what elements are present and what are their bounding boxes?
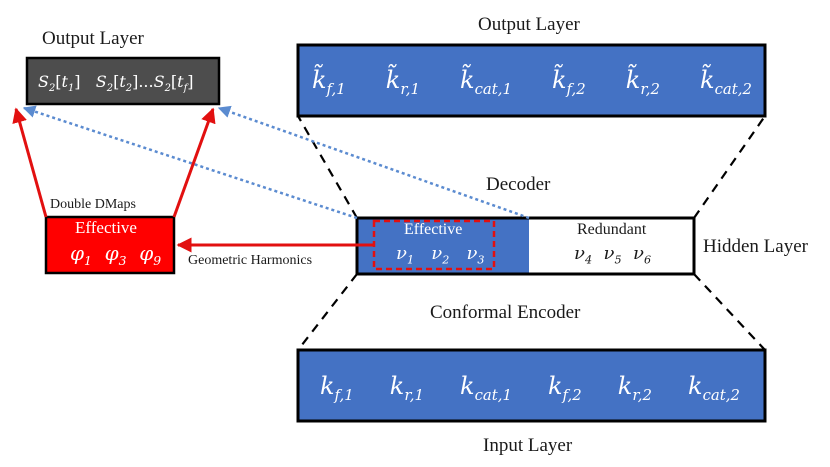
encoder-funnel-right-line bbox=[693, 273, 766, 351]
phi-var: φ3 bbox=[104, 241, 127, 268]
hidden-effective-label: Effective bbox=[404, 221, 463, 238]
seq-item-3: S2[tf] bbox=[153, 72, 194, 95]
input-var: kf,2 bbox=[548, 372, 582, 404]
output-var: k̃cat,2 bbox=[700, 66, 752, 98]
output-vars-row: k̃f,1 k̃r,1 k̃cat,1 k̃f,2 k̃r,2 k̃cat,2 bbox=[312, 66, 752, 98]
output-var: k̃f,1 bbox=[312, 66, 346, 98]
nu-var: ν6 bbox=[633, 243, 652, 267]
red-effective-label: Effective bbox=[75, 218, 137, 237]
input-var: kr,1 bbox=[389, 372, 424, 404]
nu-var: ν2 bbox=[431, 243, 450, 267]
input-var: kf,1 bbox=[320, 372, 354, 404]
seq-item-2: S2[t2] bbox=[95, 72, 139, 95]
conformal-encoder-label: Conformal Encoder bbox=[430, 302, 581, 323]
input-var: kcat,2 bbox=[688, 372, 740, 404]
input-var: kcat,1 bbox=[460, 372, 512, 404]
hidden-effective-region bbox=[357, 218, 529, 274]
phi-vars-row: φ1 φ3 φ9 bbox=[70, 241, 161, 268]
hidden-redundant-region bbox=[529, 218, 694, 274]
input-var: kr,2 bbox=[617, 372, 652, 404]
decoder-funnel-left-line bbox=[297, 115, 358, 219]
left-output-title: Output Layer bbox=[42, 28, 144, 49]
left-output-sequence: S2[t1] S2[t2]...S2[tf] bbox=[38, 72, 193, 94]
decoder-label: Decoder bbox=[486, 174, 551, 195]
hidden-layer-label: Hidden Layer bbox=[703, 236, 808, 257]
seq-ellipsis: ... bbox=[138, 72, 154, 91]
nu-var: ν4 bbox=[574, 243, 593, 267]
red-arrow-to-left-output-1 bbox=[12, 107, 48, 218]
nu-var: ν1 bbox=[396, 243, 415, 267]
output-var: k̃r,1 bbox=[385, 66, 420, 98]
output-layer-box bbox=[296, 43, 767, 118]
nu-var: ν3 bbox=[466, 243, 485, 267]
red-effective-box bbox=[44, 215, 176, 275]
decoder-funnel-right-line bbox=[693, 115, 766, 219]
dotted-arrow-to-left-output-2 bbox=[217, 105, 530, 220]
nu-var: ν5 bbox=[603, 243, 622, 267]
geometric-harmonics-label: Geometric Harmonics bbox=[188, 253, 313, 268]
hidden-redundant-label: Redundant bbox=[577, 221, 647, 238]
phi-var: φ1 bbox=[70, 241, 92, 268]
output-var: k̃f,2 bbox=[552, 66, 586, 98]
output-var: k̃r,2 bbox=[625, 66, 660, 98]
double-dmaps-label: Double DMaps bbox=[50, 197, 136, 212]
right-output-title: Output Layer bbox=[478, 14, 580, 35]
phi-var: φ9 bbox=[139, 241, 162, 268]
nu-redundant-row: ν4 ν5 ν6 bbox=[574, 243, 651, 267]
red-arrow-to-left-output-2 bbox=[172, 107, 216, 218]
left-output-box bbox=[25, 56, 221, 106]
dotted-arrow-to-left-output-1 bbox=[22, 105, 358, 220]
input-layer-box bbox=[296, 348, 767, 423]
nu-effective-row: ν1 ν2 ν3 bbox=[396, 243, 485, 267]
input-layer-label: Input Layer bbox=[483, 435, 573, 456]
encoder-funnel-left-line bbox=[297, 273, 358, 351]
input-vars-row: kf,1 kr,1 kcat,1 kf,2 kr,2 kcat,2 bbox=[320, 372, 740, 404]
output-var: k̃cat,1 bbox=[460, 66, 512, 98]
seq-item-1: S2[t1] bbox=[38, 72, 81, 95]
